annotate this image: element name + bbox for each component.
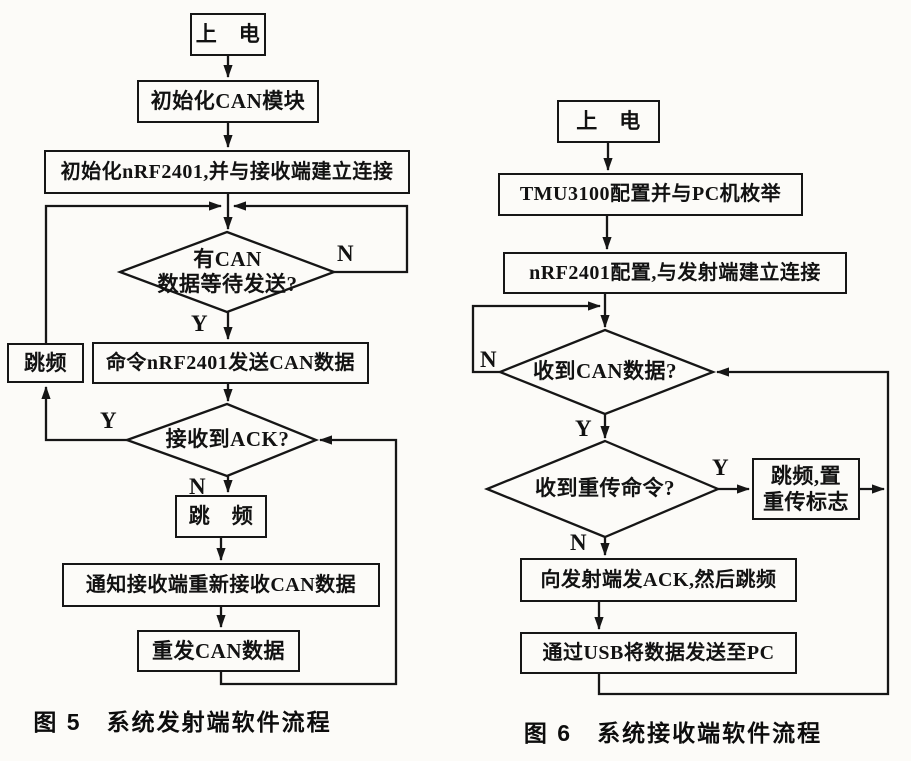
f6-node-send-ack-hop: 向发射端发ACK,然后跳频: [520, 558, 797, 602]
f5-branch-label-n-no-data: N: [337, 241, 354, 266]
f6-loop-no-can: [471, 301, 601, 374]
f5-node-init-can: 初始化CAN模块: [137, 80, 319, 123]
f5-loop-resend-to-ack: [219, 435, 398, 686]
f6-decision-retrans-cmd: 收到重传命令?: [535, 476, 675, 501]
f6-decision-can-received: 收到CAN数据?: [533, 359, 677, 384]
f5-loop-no-data: [233, 201, 409, 274]
f6-branch-label-y-retrans: Y: [712, 455, 729, 480]
figure5-caption: 图 5 系统发射端软件流程: [33, 709, 332, 735]
f6-node-power-on: 上 电: [557, 100, 660, 143]
f5-branch-label-n-no-ack: N: [189, 474, 206, 499]
f5-decision-has-can-data: 有CAN 数据等待发送?: [157, 246, 298, 296]
f6-node-nrf2401-config: nRF2401配置,与发射端建立连接: [503, 252, 847, 294]
f6-branch-label-n-no-retrans: N: [570, 530, 587, 555]
f5-node-notify-receiver: 通知接收端重新接收CAN数据: [62, 563, 380, 607]
f5-arrow-yes-to-hop: [41, 386, 127, 442]
f5-node-hop-frequency-loop: 跳频: [7, 343, 84, 383]
f5-node-resend-can: 重发CAN数据: [137, 630, 300, 672]
f6-branch-label-y-can: Y: [575, 416, 592, 441]
f5-node-init-nrf2401: 初始化nRF2401,并与接收端建立连接: [44, 150, 410, 194]
f6-node-tmu3100-config: TMU3100配置并与PC机枚举: [498, 173, 803, 216]
f5-loop-hop-back: [44, 201, 222, 343]
f5-node-hop-frequency: 跳 频: [175, 495, 267, 538]
figure6-caption: 图 6 系统接收端软件流程: [523, 720, 823, 746]
f5-branch-label-y-has-data: Y: [191, 311, 208, 336]
f5-node-cmd-send-can: 命令nRF2401发送CAN数据: [92, 342, 369, 384]
f6-loop-usb-to-canq: [597, 367, 890, 696]
f5-node-power-on: 上 电: [190, 13, 266, 56]
f6-branch-label-n-no-can: N: [480, 347, 497, 372]
f5-branch-label-y-ack: Y: [100, 408, 117, 433]
f6-node-usb-send-pc: 通过USB将数据发送至PC: [520, 632, 797, 674]
f5-decision-ack-received: 接收到ACK?: [165, 427, 290, 452]
f6-node-hop-set-flag: 跳频,置 重传标志: [752, 458, 860, 520]
